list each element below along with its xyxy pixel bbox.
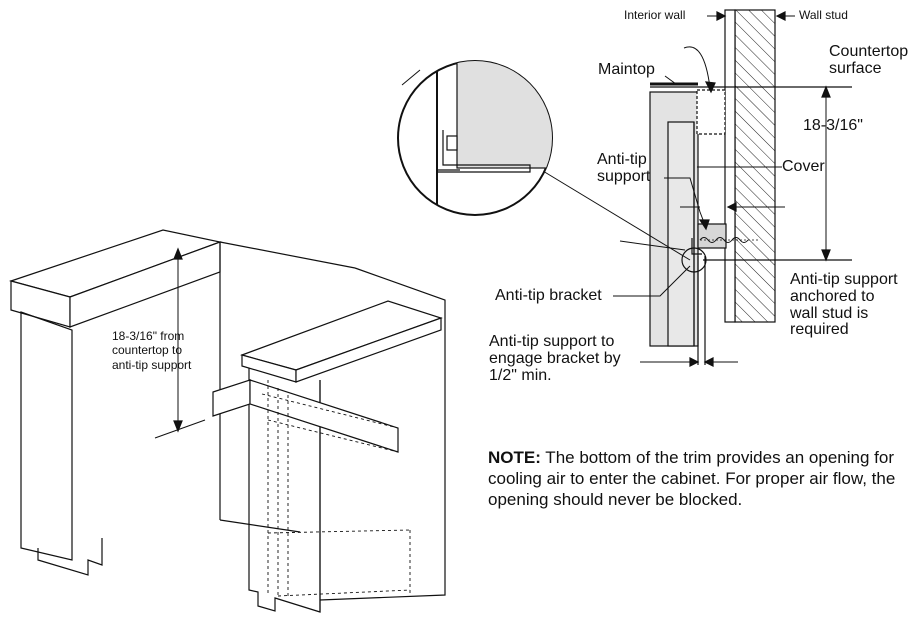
label-maintop: Maintop <box>598 61 655 78</box>
section-drawing <box>537 9 852 367</box>
label-engage-note: Anti-tip support to engage bracket by 1/… <box>489 333 621 384</box>
label-anchored-note: Anti-tip support anchored to wall stud i… <box>790 271 898 339</box>
label-countertop-surface: Countertop surface <box>829 43 909 77</box>
note-heading: NOTE: <box>488 448 541 467</box>
label-anti-tip-bracket: Anti-tip bracket <box>495 287 602 304</box>
detail-magnifier <box>397 60 553 216</box>
label-interior-wall: Interior wall <box>624 8 686 22</box>
label-cover: Cover <box>782 158 825 175</box>
cabinet-drawing <box>8 229 446 613</box>
label-dimension-height: 18-3/16" <box>803 117 863 134</box>
label-wall-stud: Wall stud <box>799 8 848 22</box>
label-cabinet-dimension: 18-3/16" from countertop to anti-tip sup… <box>112 329 192 372</box>
label-anti-tip-support: Anti-tip support <box>597 151 651 185</box>
note-paragraph: NOTE: The bottom of the trim provides an… <box>488 447 898 510</box>
note-body: The bottom of the trim provides an openi… <box>488 448 896 509</box>
